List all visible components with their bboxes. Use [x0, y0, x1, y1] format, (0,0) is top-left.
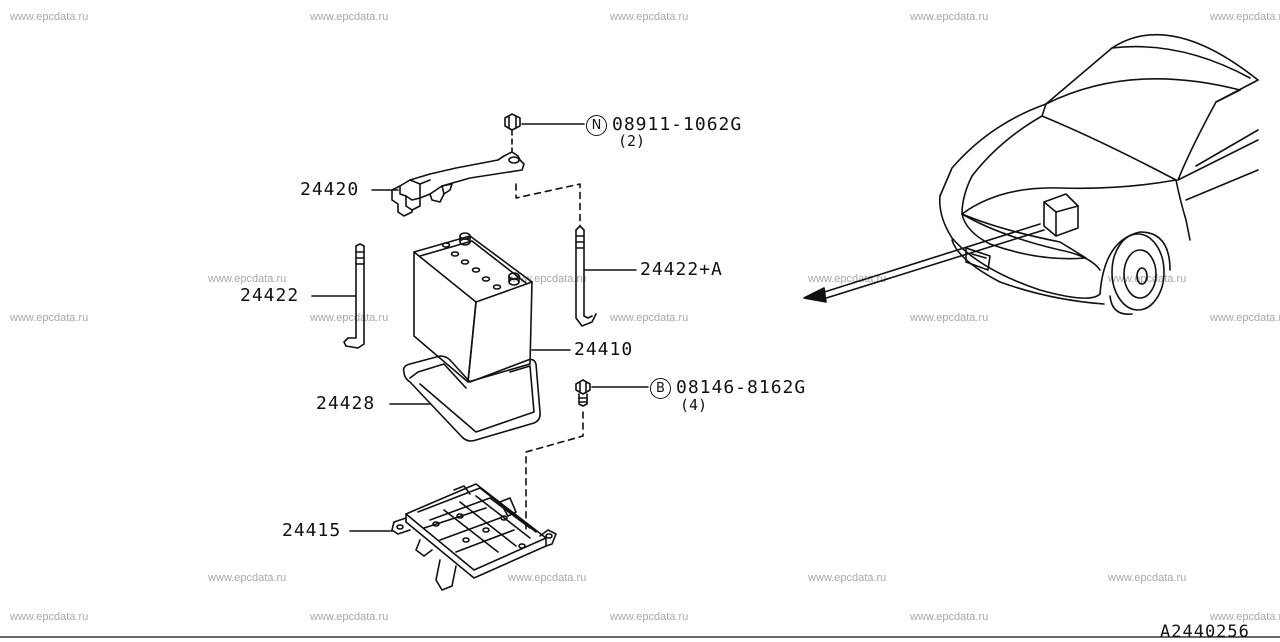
part-label-24420[interactable]: 24420: [300, 179, 360, 200]
watermark: www.epcdata.ru: [1108, 572, 1187, 584]
assembly-line: [525, 411, 584, 531]
watermark: www.epcdata.ru: [1210, 611, 1280, 623]
watermark: www.epcdata.ru: [610, 611, 689, 623]
watermark: www.epcdata.ru: [808, 273, 887, 285]
watermark: www.epcdata.ru: [610, 11, 689, 23]
watermark: www.epcdata.ru: [310, 11, 389, 23]
watermark: www.epcdata.ru: [310, 611, 389, 623]
watermark: www.epcdata.ru: [310, 312, 389, 324]
watermark: www.epcdata.ru: [508, 273, 587, 285]
bolt-part-code[interactable]: 08146-8162G: [676, 377, 807, 398]
watermark: www.epcdata.ru: [910, 611, 989, 623]
part-label-24415[interactable]: 24415: [282, 520, 342, 541]
rod-24422a-part: [575, 225, 597, 327]
watermark: www.epcdata.ru: [1210, 11, 1280, 23]
nut-part-code[interactable]: 08911-1062G: [612, 114, 743, 135]
part-label-24410[interactable]: 24410: [574, 339, 634, 360]
watermark: www.epcdata.ru: [10, 312, 89, 324]
assembly-line: [515, 183, 581, 227]
watermark: www.epcdata.ru: [10, 611, 89, 623]
battery-bracket-part: [391, 483, 557, 591]
bolt-part: [575, 379, 591, 407]
watermark: www.epcdata.ru: [910, 312, 989, 324]
bolt-badge-icon: B: [650, 378, 671, 399]
watermark: www.epcdata.ru: [208, 572, 287, 584]
part-label-24422a[interactable]: 24422+A: [640, 259, 723, 280]
battery-part: [413, 232, 533, 383]
nut-badge-icon: N: [586, 115, 607, 136]
watermark: www.epcdata.ru: [610, 312, 689, 324]
nut-quantity: (2): [618, 132, 646, 150]
figure-code: A2440256: [1160, 622, 1250, 642]
bolt-quantity: (4): [680, 396, 708, 414]
part-label-24428[interactable]: 24428: [316, 393, 376, 414]
watermark: www.epcdata.ru: [910, 11, 989, 23]
pointer-arrowhead: [803, 287, 827, 303]
watermark: www.epcdata.ru: [208, 273, 287, 285]
watermark: www.epcdata.ru: [10, 11, 89, 23]
rod-24422-part: [343, 243, 365, 349]
vehicle-location-sketch: [817, 33, 1259, 315]
nut-part: [504, 113, 521, 153]
watermark: www.epcdata.ru: [808, 572, 887, 584]
hold-down-frame-part: [391, 151, 525, 217]
watermark: www.epcdata.ru: [508, 572, 587, 584]
part-label-24422[interactable]: 24422: [240, 285, 300, 306]
battery-pad-part: [402, 355, 541, 442]
watermark: www.epcdata.ru: [1210, 312, 1280, 324]
